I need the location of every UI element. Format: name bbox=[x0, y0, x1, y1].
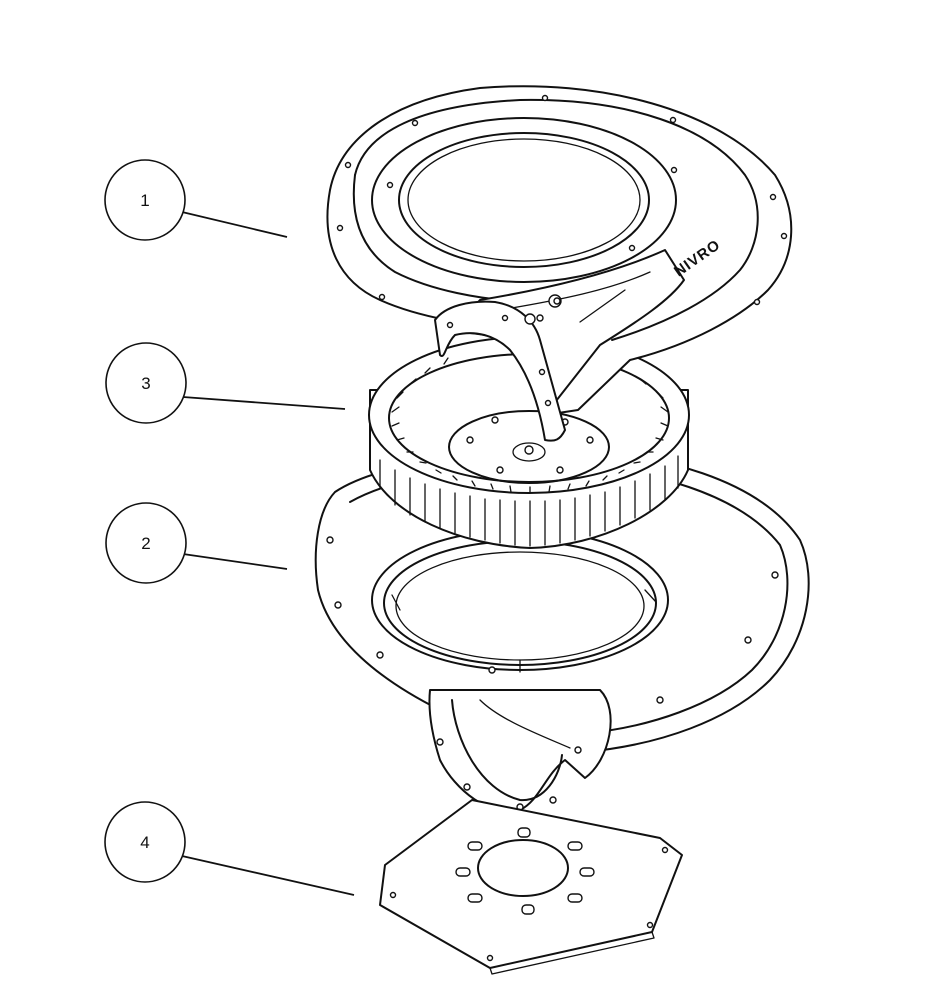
top-housing: NIVRO bbox=[326, 85, 793, 442]
callout-label: 4 bbox=[140, 833, 149, 852]
callout-3: 3 bbox=[105, 342, 346, 424]
callout-1: 1 bbox=[104, 159, 288, 241]
mounting-plate bbox=[379, 799, 683, 975]
callout-label: 1 bbox=[140, 191, 149, 210]
callout-4: 4 bbox=[104, 801, 355, 896]
callout-2: 2 bbox=[105, 502, 288, 584]
callout-label: 3 bbox=[141, 374, 150, 393]
callout-label: 2 bbox=[141, 534, 150, 553]
